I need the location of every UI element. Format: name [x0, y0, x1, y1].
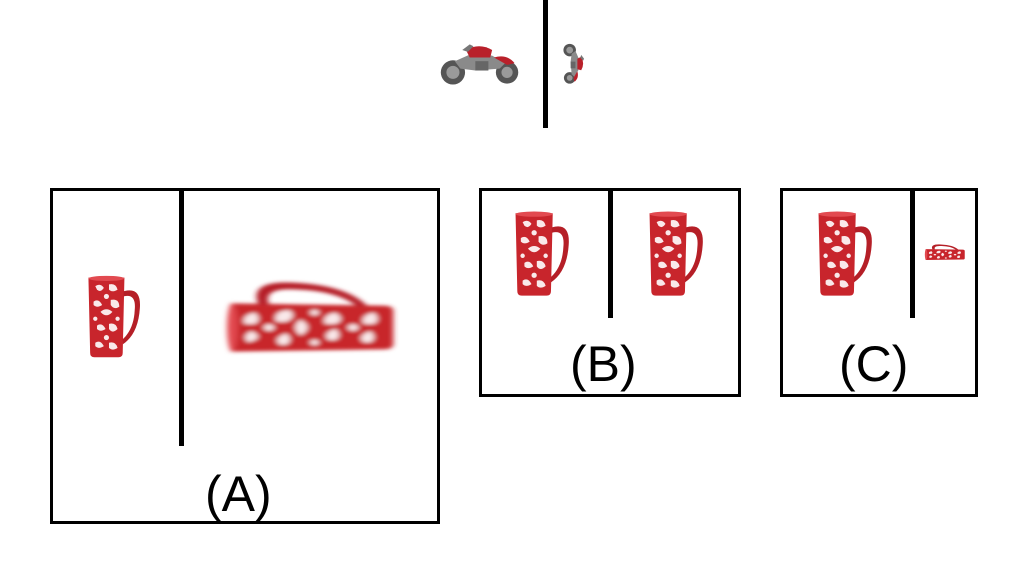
mug-rotated-small-icon — [924, 244, 965, 261]
motorcycle-rotated-small-icon — [563, 43, 585, 84]
option-b-panel[interactable]: (B) — [479, 188, 741, 397]
motorcycle-icon — [440, 44, 519, 85]
mug-icon — [649, 211, 703, 296]
option-c-panel[interactable]: (C) — [780, 188, 978, 397]
option-c-divider — [910, 191, 915, 318]
prompt-divider — [543, 0, 548, 128]
option-a-divider — [179, 191, 184, 446]
option-a-panel[interactable]: (A) — [50, 188, 440, 524]
option-b-divider — [608, 191, 613, 318]
mug-icon — [515, 211, 569, 296]
option-a-label: (A) — [205, 466, 272, 522]
option-c-label: (C) — [839, 336, 909, 392]
mug-icon — [88, 275, 141, 358]
mug-icon — [818, 211, 872, 296]
mug-rotated-large-blurred-icon — [227, 282, 394, 352]
option-b-label: (B) — [570, 336, 637, 392]
prompt-pair — [0, 0, 1027, 130]
